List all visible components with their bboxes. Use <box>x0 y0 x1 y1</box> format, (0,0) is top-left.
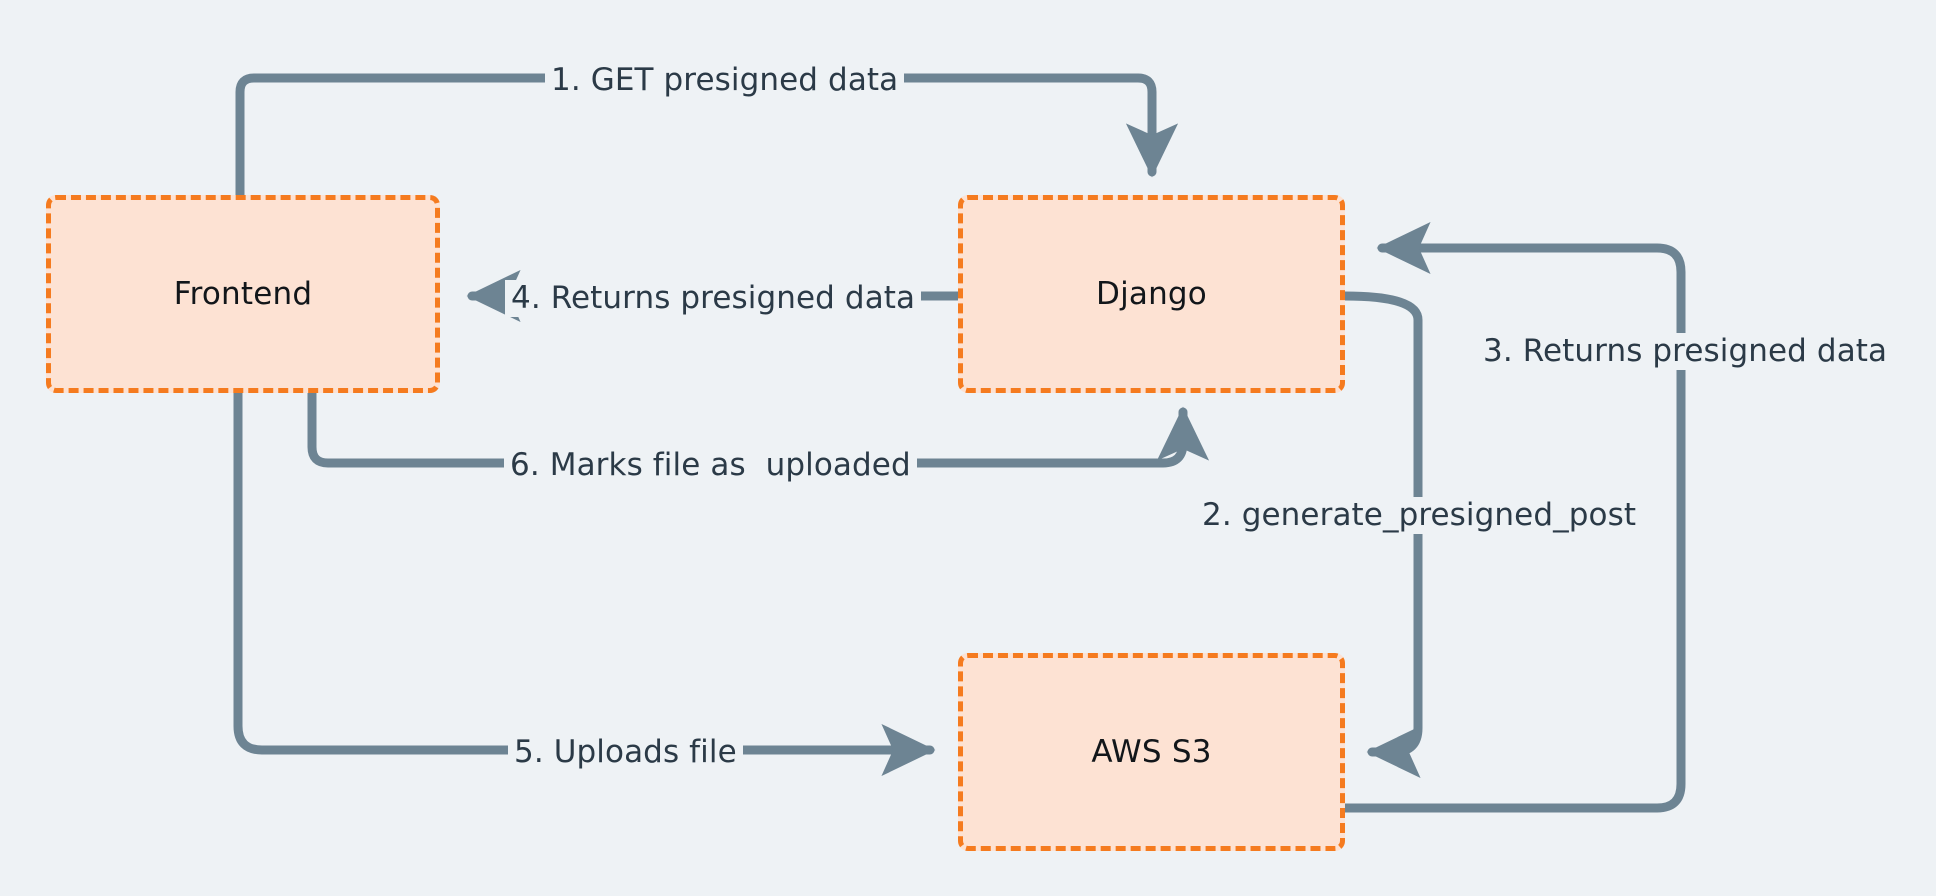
node-aws-s3-label: AWS S3 <box>1091 734 1212 770</box>
edge-1-label: 1. GET presigned data <box>545 62 905 99</box>
edge-2-label: 2. generate_presigned_post <box>1196 497 1643 534</box>
edge-4-label: 4. Returns presigned data <box>505 280 922 317</box>
node-frontend[interactable]: Frontend <box>46 195 440 393</box>
node-frontend-label: Frontend <box>173 276 313 312</box>
node-django-label: Django <box>1096 276 1207 312</box>
edge-3-label: 3. Returns presigned data <box>1477 333 1894 370</box>
edge-5-label: 5. Uploads file <box>508 734 743 771</box>
edge-6-label: 6. Marks file as uploaded <box>504 447 917 484</box>
node-django[interactable]: Django <box>958 195 1345 393</box>
node-aws-s3[interactable]: AWS S3 <box>958 653 1345 851</box>
